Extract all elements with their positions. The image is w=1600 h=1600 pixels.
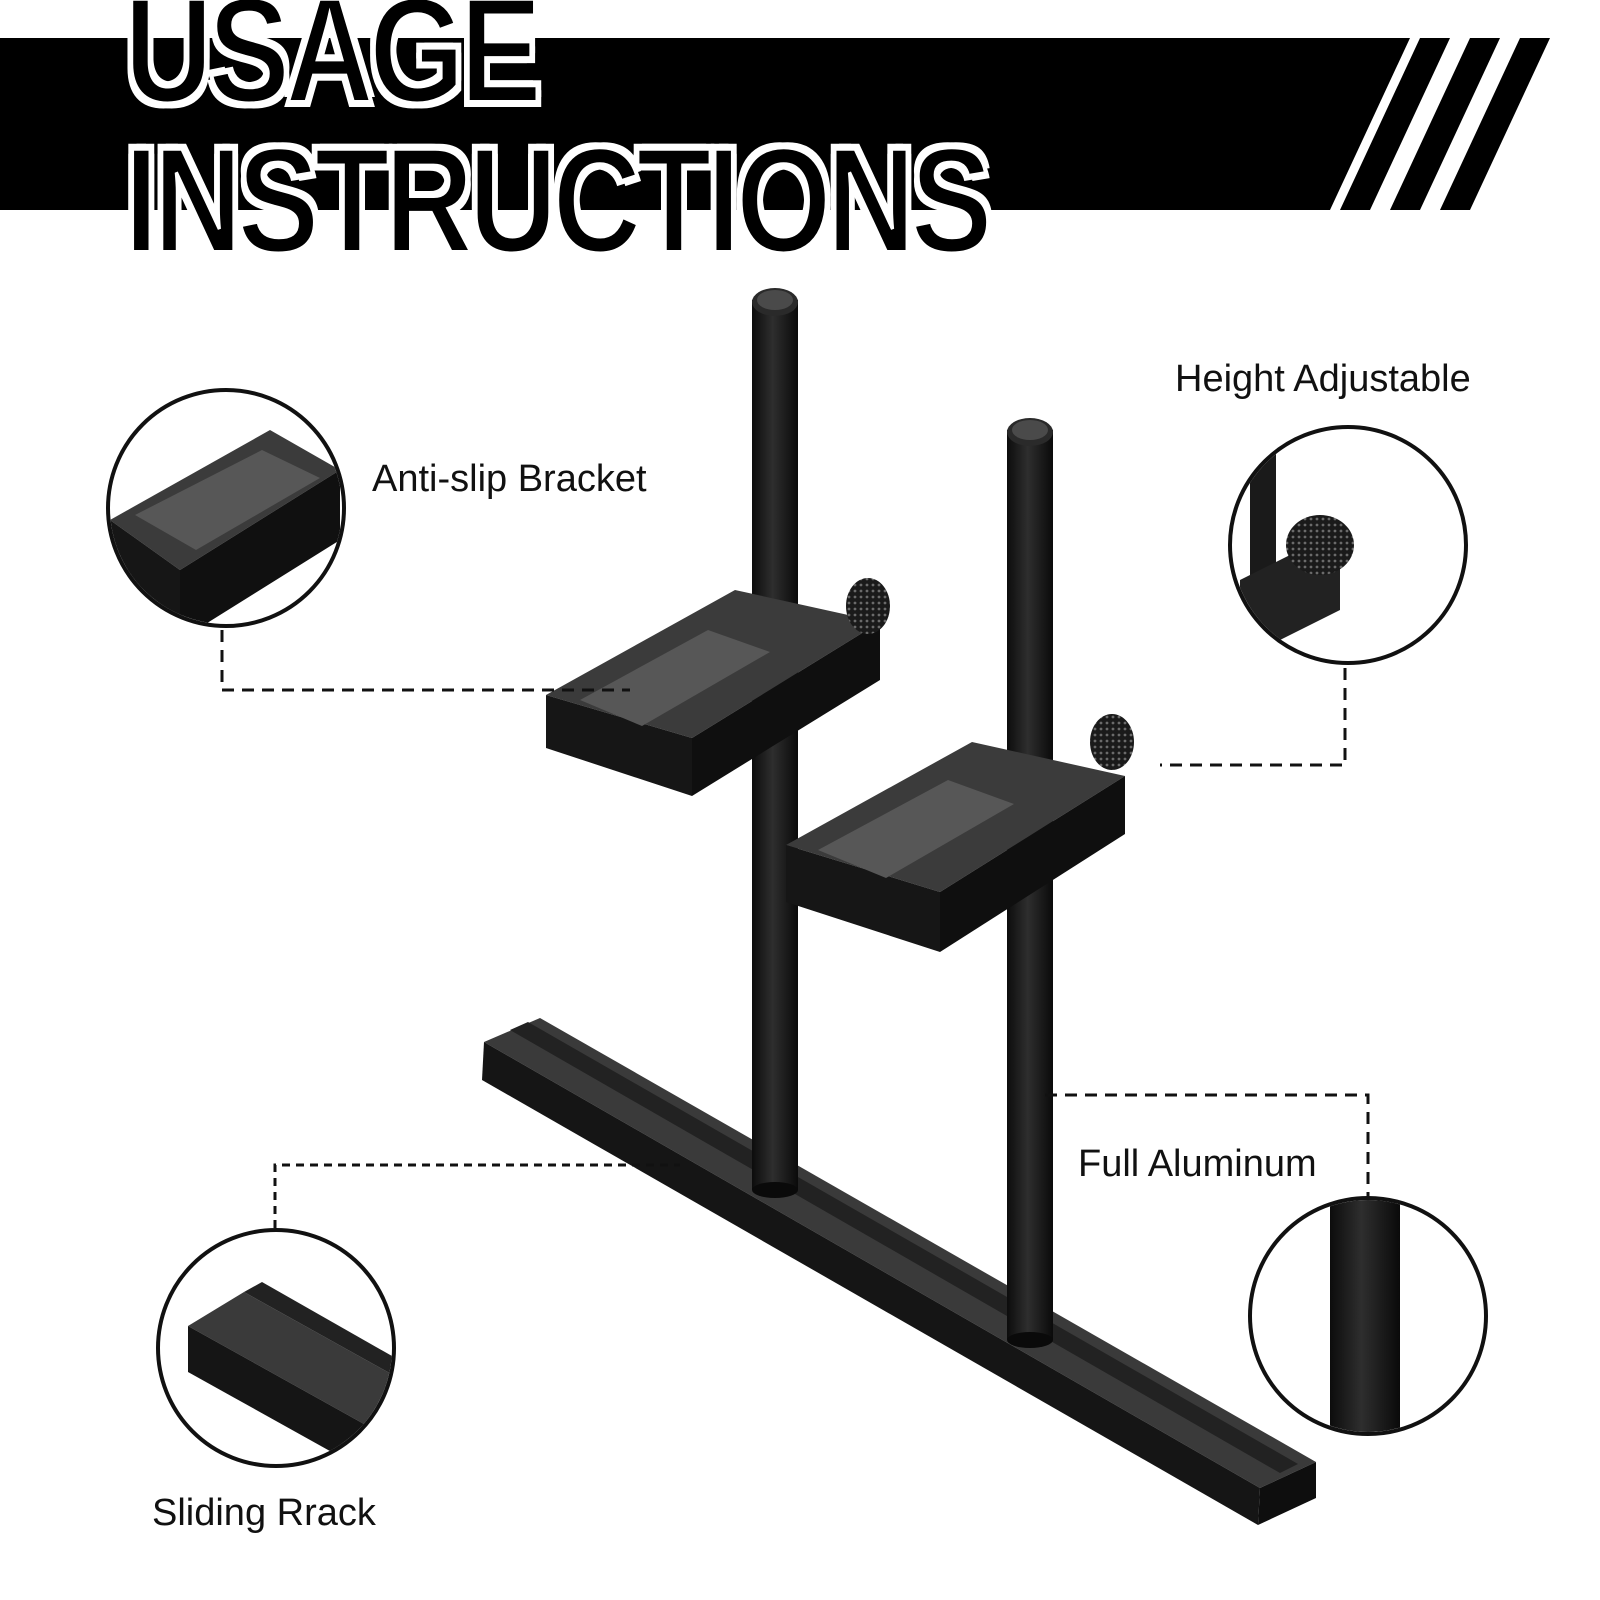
height-leader [1160,668,1347,767]
banner-stripe-3 [1440,38,1550,210]
sliding-zoom-circle [156,1228,396,1468]
banner-stripe-2 [1390,38,1500,210]
sliding-rail [482,1018,1316,1525]
banner-background [0,38,1550,210]
anti-slip-zoom-circle [106,388,346,628]
anti-slip-label: Anti-slip Bracket [372,458,647,500]
banner-stripe-1 [1340,38,1450,210]
aluminum-leader [1045,1093,1370,1198]
height-zoom-circle [1228,425,1468,665]
height-label: Height Adjustable [1175,358,1471,400]
full-aluminum-label: Full Aluminum [1078,1143,1317,1185]
left-bracket [546,578,890,796]
right-bracket [786,714,1134,952]
banner-bar [0,38,1410,210]
sliding-leader [273,1163,680,1228]
anti-slip-leader [220,630,630,692]
aluminum-zoom-circle [1248,1196,1488,1436]
sliding-label: Sliding Rrack [152,1492,376,1534]
